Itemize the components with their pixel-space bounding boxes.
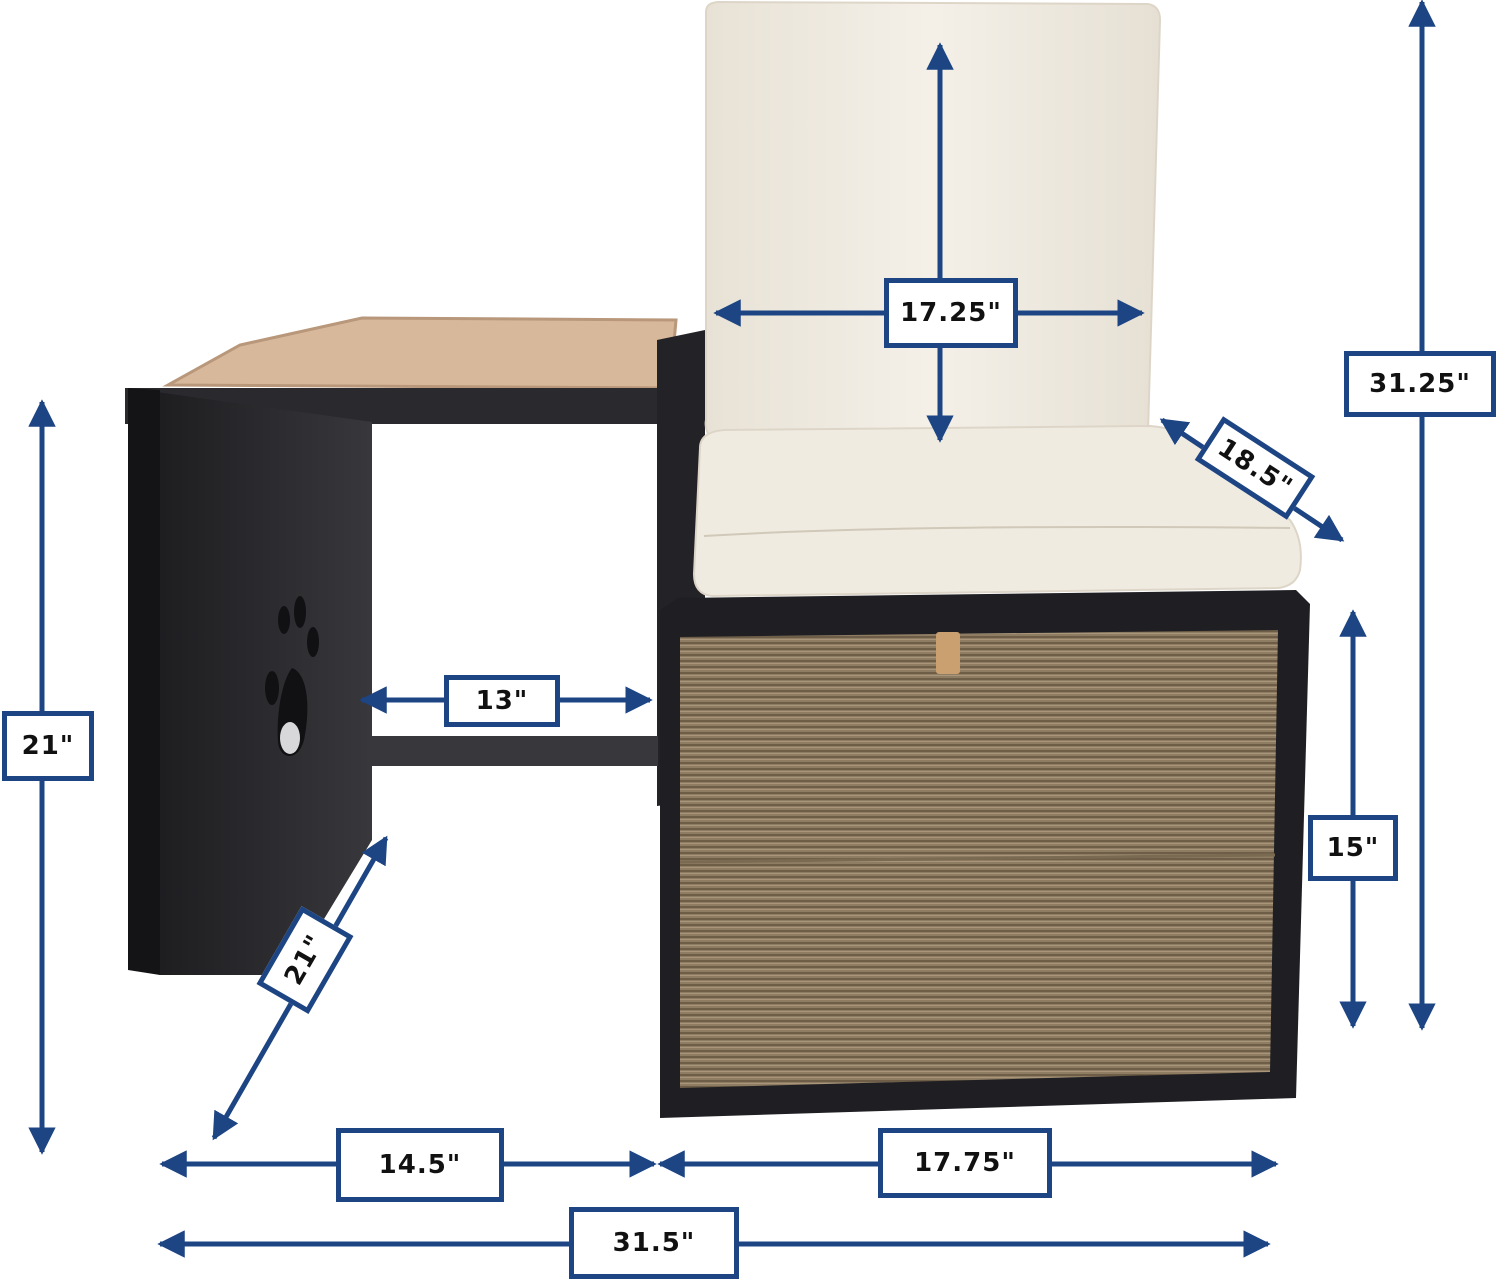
label-side-table-width-text: 14.5" — [378, 1150, 462, 1180]
bottom-rail — [372, 736, 658, 766]
label-backrest-width-text: 17.25" — [900, 298, 1002, 328]
label-total-height: 31.25" — [1344, 351, 1496, 417]
label-seat-box-width-text: 17.75" — [914, 1148, 1016, 1178]
pull-strap — [936, 632, 960, 674]
paw-print-icon — [265, 596, 319, 756]
seat-box — [660, 0, 1310, 1118]
label-seat-box-width: 17.75" — [878, 1128, 1052, 1198]
label-overall-width-text: 31.5" — [612, 1228, 696, 1258]
label-side-table-height: 21" — [2, 711, 94, 781]
label-scratcher-height: 15" — [1308, 815, 1398, 881]
backrest-cushion — [704, 0, 1162, 442]
side-table — [125, 316, 705, 975]
label-side-table-height-text: 21" — [21, 731, 75, 761]
label-side-table-depth-text: 21" — [278, 929, 332, 991]
label-scratcher-height-text: 15" — [1326, 833, 1380, 863]
label-side-table-width: 14.5" — [336, 1128, 504, 1202]
label-side-table-opening-text: 13" — [475, 686, 529, 716]
left-side-panel — [128, 388, 372, 975]
carpet-top — [162, 316, 678, 390]
seat-cushion — [692, 424, 1302, 598]
label-total-height-text: 31.25" — [1369, 369, 1471, 399]
label-overall-width: 31.5" — [569, 1207, 739, 1279]
label-backrest-width: 17.25" — [884, 278, 1018, 348]
label-side-table-opening: 13" — [444, 675, 560, 727]
